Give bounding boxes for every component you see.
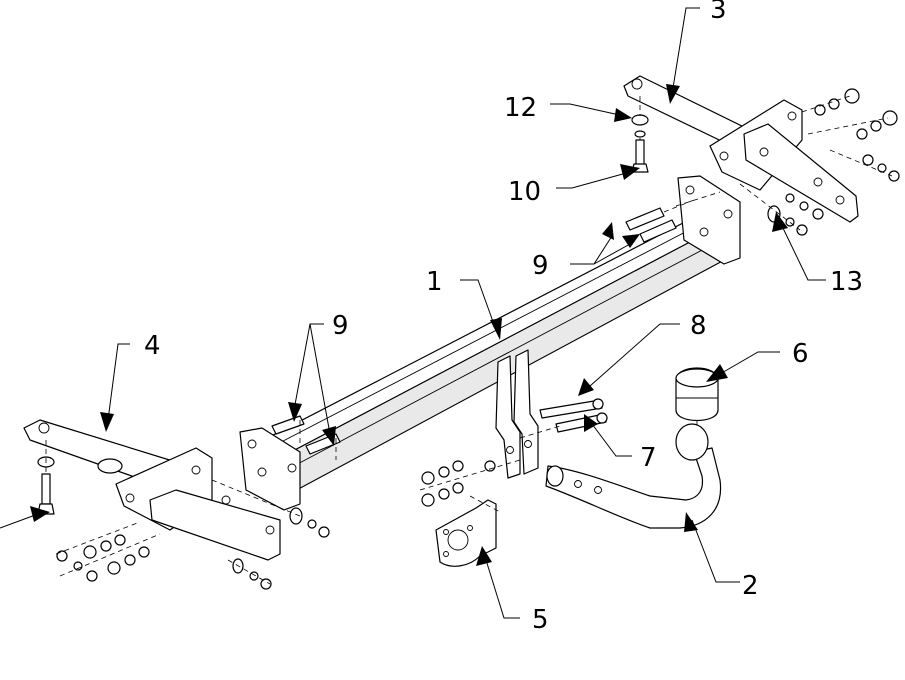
- label-6: 6: [792, 339, 809, 369]
- label-9-upper: 9: [532, 251, 549, 281]
- beam-right-plate: [677, 175, 741, 265]
- arrow-1: [490, 318, 502, 340]
- alignment-lines: [45, 95, 893, 585]
- label-10: 10: [508, 177, 541, 207]
- label-3: 3: [710, 0, 727, 25]
- arrow-left-bolt: [30, 506, 50, 522]
- arrow-9b: [622, 234, 640, 248]
- label-12: 12: [504, 93, 537, 123]
- tow-ball-neck: [545, 423, 722, 529]
- arrow-10: [620, 164, 640, 180]
- label-1: 1: [426, 267, 443, 297]
- arrow-6: [706, 364, 728, 382]
- right-side-bracket: [623, 75, 859, 223]
- callouts: [0, 7, 826, 619]
- label-4: 4: [144, 331, 161, 361]
- bolts: [37, 139, 677, 515]
- arrow-8: [578, 378, 594, 396]
- label-9-lower: 9: [332, 311, 349, 341]
- arrow-3: [666, 84, 680, 104]
- ball-mount-bracket: [495, 349, 539, 479]
- label-7: 7: [640, 443, 657, 473]
- part-labels: 1 2 3 4 5 6 7 8 9 9 10 12 13: [144, 0, 863, 635]
- crossbeam: [251, 207, 729, 501]
- label-2: 2: [742, 571, 759, 601]
- left-side-bracket: [23, 419, 281, 561]
- arrow-5: [476, 546, 492, 566]
- label-13: 13: [830, 267, 863, 297]
- arrow-12: [614, 108, 632, 122]
- label-5: 5: [532, 605, 549, 635]
- arrow-7: [584, 414, 598, 432]
- beam-left-plate: [239, 427, 301, 511]
- label-8: 8: [690, 311, 707, 341]
- arrow-9c: [288, 402, 302, 422]
- arrow-4: [100, 412, 114, 432]
- arrow-9a: [602, 222, 614, 240]
- arrow-2: [684, 512, 698, 532]
- arrow-13: [772, 212, 788, 232]
- nut-stacks: [56, 88, 900, 590]
- arrow-9d: [322, 426, 336, 446]
